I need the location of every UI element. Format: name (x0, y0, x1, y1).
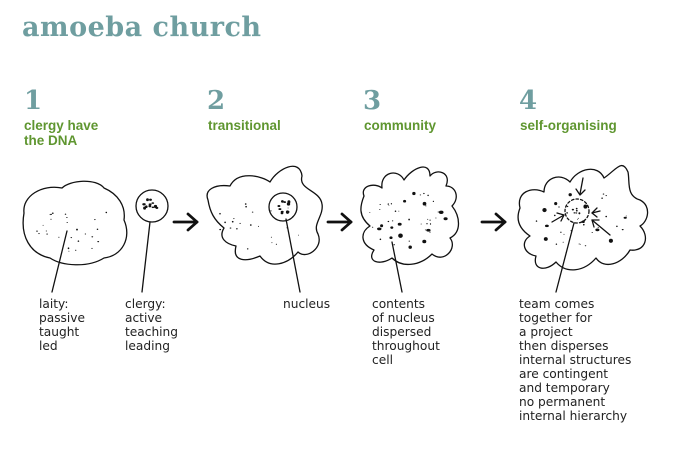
stage-4-heading-line: self-organising (520, 118, 617, 133)
cell-contents-dots (36, 191, 627, 254)
caption-line: a project (519, 325, 573, 339)
stage-4-number: 4 (519, 86, 538, 116)
stage-4-heading: self-organising (520, 118, 617, 133)
caption-line: passive (39, 311, 86, 325)
team-cluster-circle (564, 198, 590, 224)
caption-line: cell (372, 353, 393, 367)
caption-laity: laity: passive taught led (39, 297, 85, 353)
caption-contents: contents of nucleus dispersed throughout… (372, 297, 440, 367)
stage-4-amoeba-cell (517, 164, 649, 271)
clergy-nucleus-circle (135, 189, 169, 223)
stage-1-heading: clergy have the DNA (24, 118, 98, 148)
caption-line: together for (519, 311, 593, 325)
caption-nucleus: nucleus (283, 297, 330, 311)
stage-1-number: 1 (24, 86, 43, 116)
caption-line: and temporary (519, 381, 610, 395)
caption-line: then disperses (519, 339, 609, 353)
caption-line: internal hierarchy (519, 409, 628, 423)
caption-line: nucleus (283, 297, 331, 311)
caption-line: throughout (372, 339, 440, 353)
stage-2-amoeba-cell (206, 165, 323, 265)
caption-line: laity: (39, 297, 69, 311)
caption-clergy: clergy: active teaching leading (125, 297, 178, 353)
stage-2-heading-line: transitional (208, 118, 281, 133)
stage-1-heading-line: clergy have (24, 118, 99, 133)
caption-line: active (125, 311, 163, 325)
caption-line: clergy: (125, 297, 166, 311)
arrow-right-icon (480, 212, 507, 232)
stage-2-heading: transitional (208, 118, 281, 133)
laity-amoeba-cell (22, 180, 128, 266)
caption-line: no permanent (519, 395, 606, 409)
caption-team: team comes together for a project then d… (519, 297, 631, 423)
caption-line: internal structures (519, 353, 632, 367)
stage-2-number: 2 (207, 86, 226, 116)
caption-line: led (39, 339, 58, 353)
caption-line: of nucleus (372, 311, 435, 325)
arrow-right-icon (172, 212, 199, 232)
stage-2-nucleus-circle (268, 192, 298, 222)
caption-line: contents (372, 297, 426, 311)
stage-3-number: 3 (363, 86, 382, 116)
caption-line: team comes (519, 297, 595, 311)
caption-line: leading (125, 339, 170, 353)
stage-3-amoeba-cell (360, 166, 460, 265)
caption-line: teaching (125, 325, 179, 339)
diagram-title: amoeba church (22, 12, 262, 43)
stage-1-heading-line: the DNA (24, 133, 78, 148)
stage-3-heading-line: community (364, 118, 437, 133)
caption-line: are contingent (519, 367, 609, 381)
arrow-right-icon (326, 212, 353, 232)
caption-line: taught (39, 325, 80, 339)
caption-line: dispersed (372, 325, 432, 339)
stage-3-heading: community (364, 118, 436, 133)
